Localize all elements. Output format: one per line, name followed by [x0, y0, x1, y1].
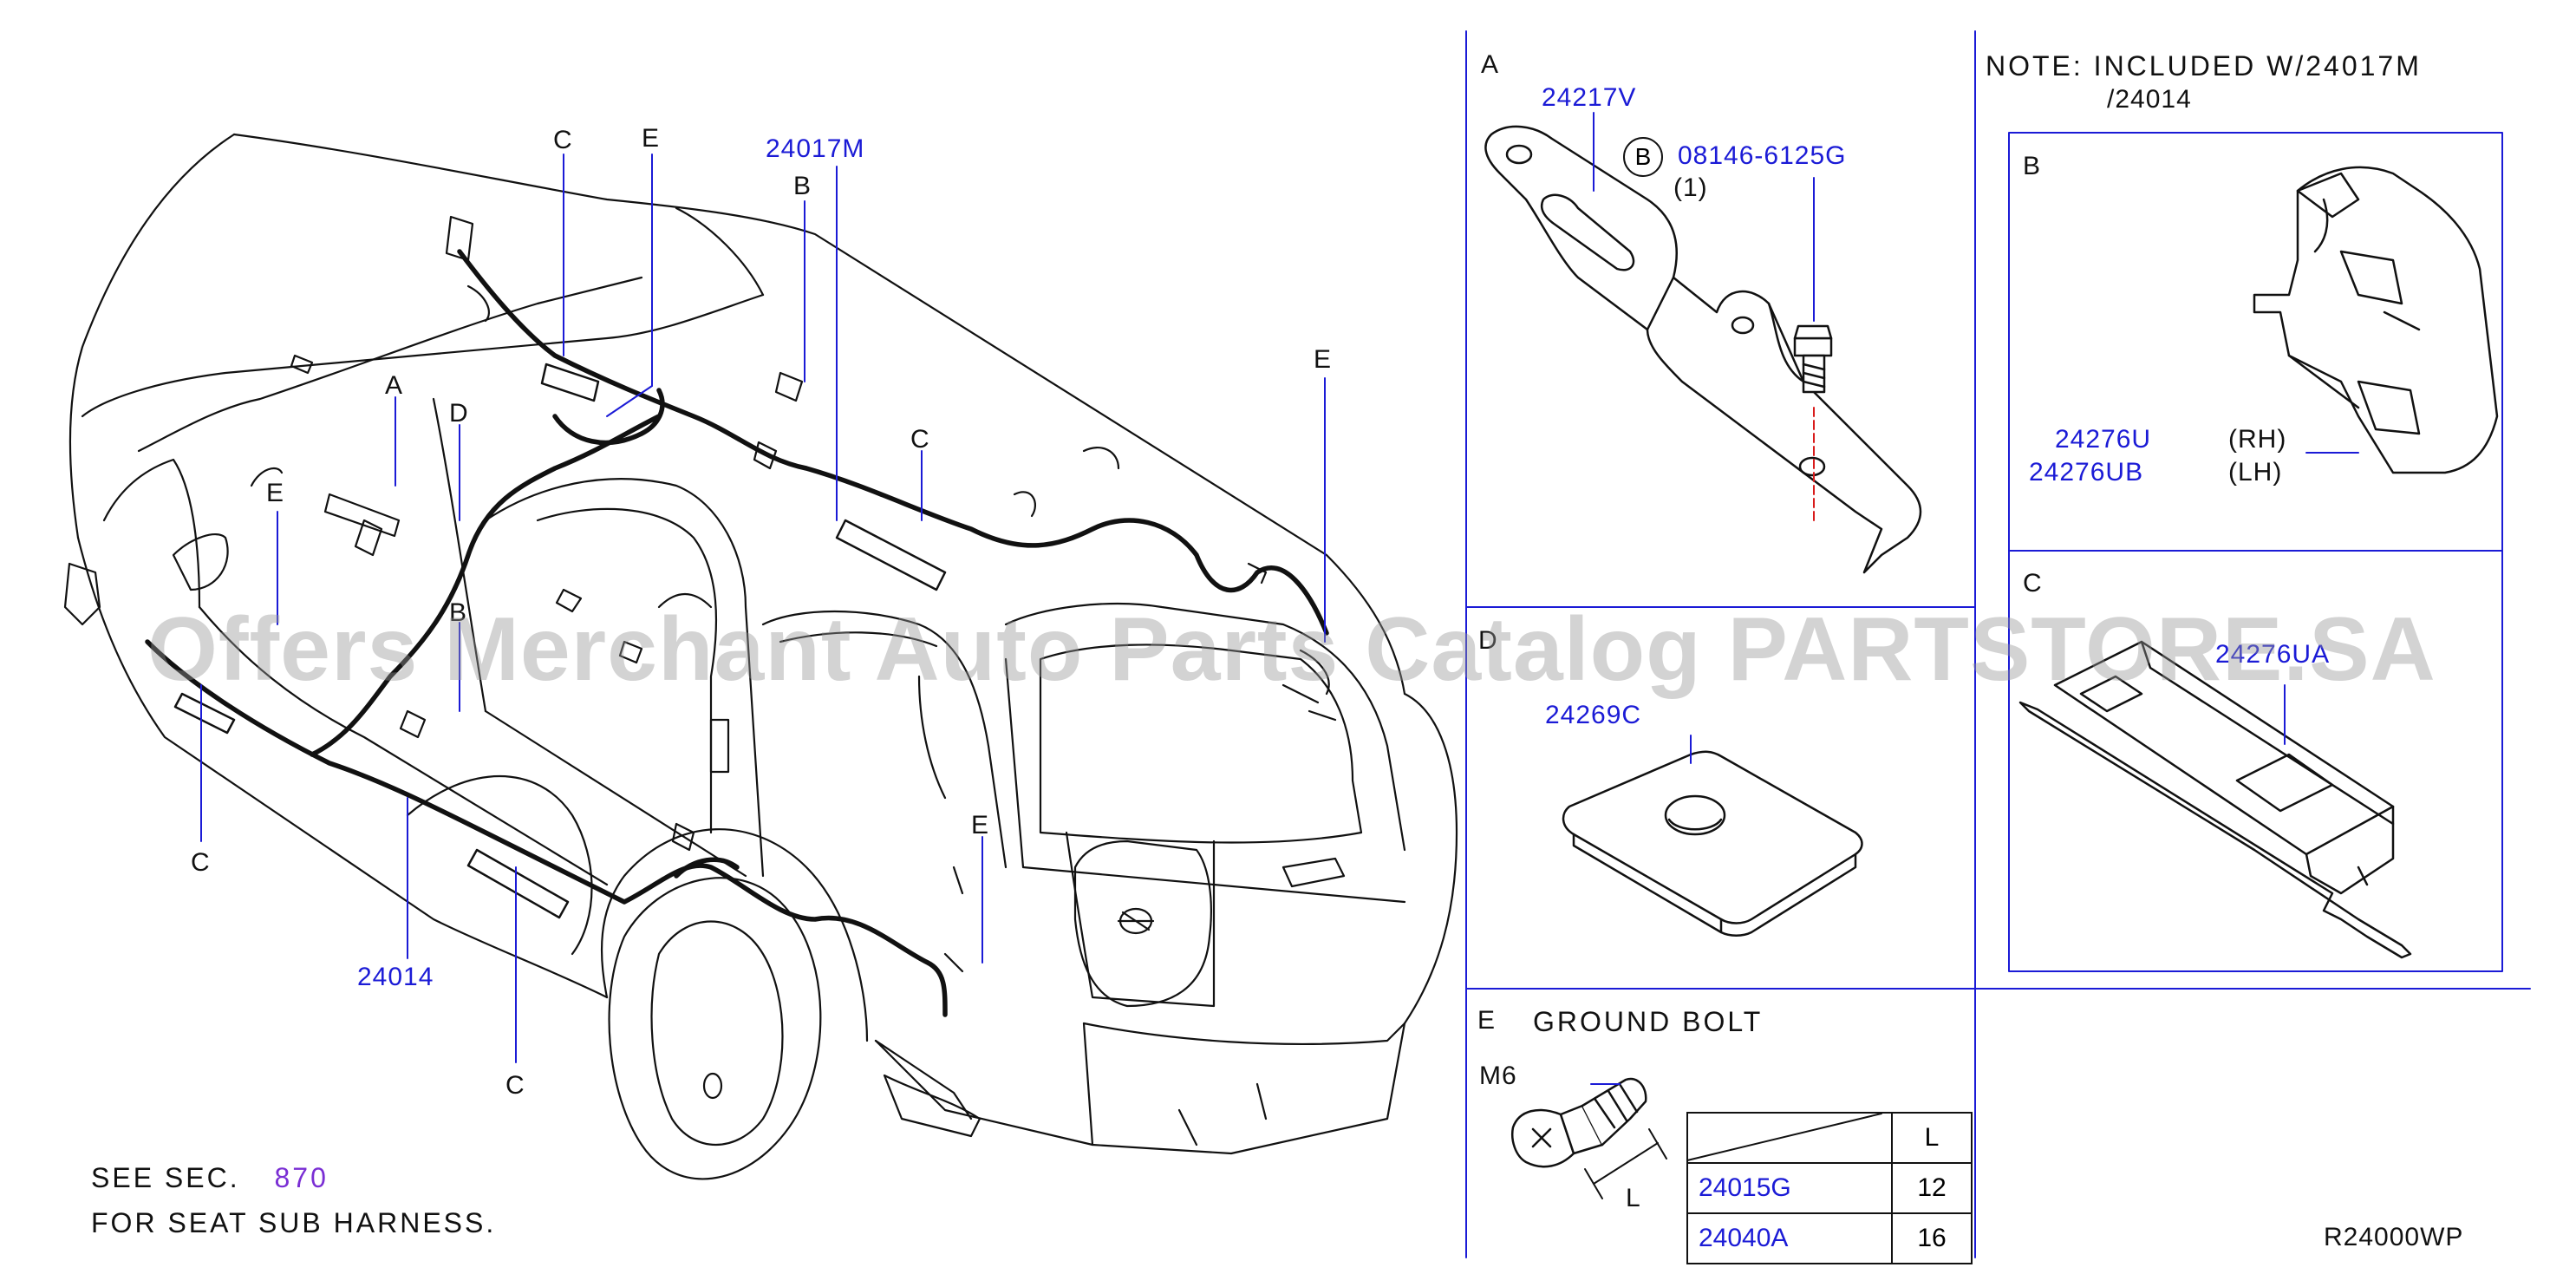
thread-size-label: M6 — [1479, 1062, 1517, 1090]
part-number-24017m: 24017M — [766, 134, 865, 163]
callout-c: C — [191, 848, 211, 877]
see-section-note: SEE SEC. 870 — [91, 1162, 329, 1194]
rh-label: (RH) — [2228, 425, 2287, 454]
panel-e-letter: E — [1477, 1006, 1497, 1035]
callout-c: C — [910, 425, 930, 454]
panel-b-letter: B — [2023, 152, 2042, 180]
callout-c: C — [505, 1071, 525, 1100]
length-label: L — [1626, 1184, 1641, 1212]
note-prefix: SEE SEC. — [91, 1162, 240, 1193]
callout-e: E — [1314, 345, 1333, 374]
table-header-length: L — [1891, 1112, 1973, 1164]
ground-bolt-table: L 24015G 12 24040A 16 — [1686, 1112, 1973, 1264]
table-cell-part: 24015G — [1686, 1162, 1893, 1214]
part-number-24276u: 24276U — [2055, 425, 2152, 454]
connectors — [63, 215, 1337, 973]
bolt-quantity: (1) — [1673, 173, 1708, 202]
table-cell-length: 16 — [1891, 1212, 1973, 1264]
harness-sleeves — [173, 363, 947, 919]
callout-d: D — [449, 399, 469, 428]
part-number-24276ub: 24276UB — [2029, 458, 2144, 487]
callout-e: E — [642, 124, 661, 153]
part-number-24276ua: 24276UA — [2215, 640, 2331, 669]
ground-bolt-title: GROUND BOLT — [1533, 1006, 1764, 1037]
wire-harness — [145, 249, 1329, 1017]
part-number-24269c: 24269C — [1545, 701, 1642, 729]
panel-frames — [1465, 30, 2531, 1258]
table-header-blank — [1686, 1112, 1893, 1164]
table-row: 24040A 16 — [1686, 1212, 1973, 1264]
callout-a: A — [385, 371, 404, 400]
bracket-24217v — [1484, 125, 1922, 574]
callout-e: E — [266, 479, 285, 507]
part-number-24217v: 24217V — [1542, 83, 1637, 112]
watermark-text: Offers Merchant Auto Parts Catalog PARTS… — [147, 599, 2436, 700]
callout-e: E — [971, 811, 990, 839]
table-cell-part: 24040A — [1686, 1212, 1893, 1264]
lh-label: (LH) — [2228, 458, 2283, 487]
vehicle-body — [68, 133, 1458, 1180]
marker-b-circle: B — [1623, 137, 1663, 177]
callout-b: B — [793, 172, 812, 200]
figure-code: R24000WP — [2324, 1223, 2464, 1251]
clip-24276u — [2253, 166, 2499, 474]
panel-c-letter: C — [2023, 569, 2043, 598]
ground-bolt-drawing — [1511, 1077, 1647, 1168]
panel-a-letter: A — [1481, 50, 1500, 79]
included-note-line2: /24014 — [2107, 85, 2192, 114]
callout-c: C — [553, 126, 573, 154]
leader-lines — [200, 154, 1326, 1063]
seat-harness-note: FOR SEAT SUB HARNESS. — [91, 1207, 497, 1238]
callout-b: B — [449, 598, 468, 627]
table-header-row: L — [1686, 1112, 1973, 1164]
part-number-08146-6125g: 08146-6125G — [1678, 141, 1847, 170]
part-number-24014: 24014 — [357, 963, 434, 991]
included-note: NOTE: INCLUDED W/24017M — [1986, 50, 2422, 82]
panel-d-letter: D — [1478, 626, 1498, 655]
pad-24269c — [1562, 750, 1863, 937]
clip-24276ua — [2018, 640, 2412, 959]
table-row: 24015G 12 — [1686, 1162, 1973, 1214]
section-link[interactable]: 870 — [274, 1162, 329, 1193]
bolt-08146 — [1793, 324, 1833, 394]
length-dimension — [1584, 1128, 1667, 1199]
table-cell-length: 12 — [1891, 1162, 1973, 1214]
